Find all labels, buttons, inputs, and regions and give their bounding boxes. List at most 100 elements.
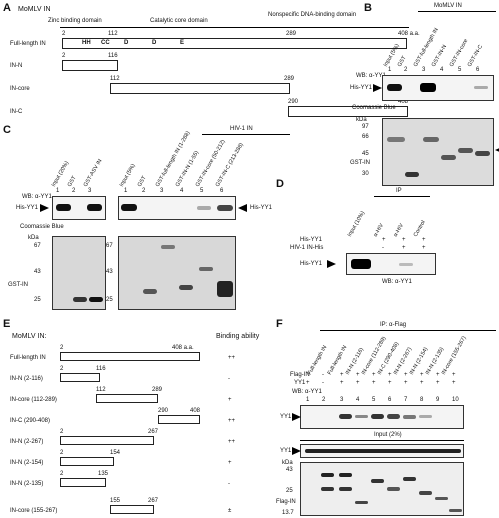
gel-band — [355, 415, 368, 418]
f-n-10: 10 — [452, 397, 459, 403]
e-row-5-label: IN-N (2-267) — [10, 439, 44, 445]
gel-band — [339, 473, 352, 477]
c-rn-5: 5 — [200, 188, 204, 194]
gel-band — [423, 137, 439, 142]
c-ml-25: 25 — [34, 297, 41, 303]
f-n-7: 7 — [404, 397, 408, 403]
c-mr-43: 43 — [106, 269, 113, 275]
gel-band — [419, 491, 432, 495]
e-row-5-end: 267 — [148, 429, 159, 435]
b-num-3: 3 — [422, 67, 426, 73]
e-row-4-bar — [158, 415, 200, 424]
f-n-1: 1 — [306, 397, 310, 403]
c-mr-25: 25 — [106, 297, 113, 303]
gel-band — [403, 477, 416, 481]
gel-band — [87, 204, 102, 211]
gel-band — [355, 501, 368, 504]
gel-band — [371, 479, 384, 483]
e-row-5-bar — [60, 436, 154, 445]
e-row-5-ability: ++ — [228, 439, 236, 445]
b-m-97: 97 — [362, 124, 369, 130]
panel-label-a: A — [3, 2, 11, 14]
d-r2-v3: + — [422, 245, 426, 251]
b-lane-6: GST-IN-C — [466, 44, 485, 68]
b-num-1: 1 — [388, 67, 392, 73]
domain-zinc: Zinc binding domain — [48, 18, 102, 24]
e-row-2-start: 2 — [60, 366, 64, 372]
f-kda: kDa — [282, 460, 293, 466]
e-row-1-end: 408 a.a. — [172, 345, 194, 351]
full-mid1: 112 — [108, 31, 118, 37]
b-wb: WB: α-YY1 — [356, 73, 386, 79]
incore-end: 289 — [284, 76, 295, 82]
incore-bar — [110, 83, 290, 94]
full-end: 408 a.a. — [398, 31, 420, 37]
d-wb: WB: α-YY1 — [382, 279, 412, 285]
c-stain: Coomassie Blue — [20, 224, 64, 230]
gel-band — [399, 263, 413, 266]
c-band-label: His-YY1 — [16, 205, 39, 211]
d-lane-4: Control — [412, 219, 427, 238]
gel-band — [197, 206, 211, 210]
c-right-lane-1: Input (5%) — [118, 163, 137, 188]
gel-band — [305, 449, 461, 453]
e-row-8-end: 267 — [148, 498, 159, 504]
f-m-43: 43 — [286, 467, 293, 473]
e-row-1-label: Full-length IN — [10, 355, 46, 361]
f-band-label2: YY1 — [280, 448, 292, 454]
panel-b-header-line — [418, 11, 496, 12]
b-m-30: 30 — [362, 171, 369, 177]
panel-e-header: Binding ability — [216, 333, 260, 340]
b-num-6: 6 — [476, 67, 480, 73]
f-flag-row: Flag-IN — [290, 372, 310, 378]
e-row-2-label: IN-N (2-116) — [10, 376, 43, 382]
domain-dna: Nonspecific DNA-binding domain — [268, 12, 357, 18]
f-lane-1: Full-length IN — [306, 344, 329, 376]
b-num-2: 2 — [404, 67, 408, 73]
c-gst-label: GST-IN — [8, 282, 29, 288]
c-right-lane-3: GST-full-length IN (1-288) — [154, 130, 192, 188]
inn-end: 116 — [108, 53, 118, 59]
full-start: 2 — [62, 31, 66, 37]
mark-e: E — [180, 40, 185, 46]
e-row-6-end: 154 — [110, 450, 121, 456]
f-n-2: 2 — [322, 397, 326, 403]
c-ml-43: 43 — [34, 269, 41, 275]
e-row-2-ability: - — [228, 376, 230, 382]
f-n-9: 9 — [436, 397, 440, 403]
d-r2-v1: - — [382, 245, 384, 251]
f-n-8: 8 — [420, 397, 424, 403]
gel-band — [89, 297, 103, 302]
gel-band — [179, 285, 193, 290]
f-m-137: 13.7 — [282, 510, 294, 516]
f-fv-9: + — [452, 372, 456, 378]
e-row-8-start: 155 — [110, 498, 121, 504]
mark-d1: D — [124, 40, 129, 46]
panel-label-d: D — [276, 178, 284, 190]
c-rn-1: 1 — [124, 188, 128, 194]
f-n-6: 6 — [388, 397, 392, 403]
e-row-2-end: 116 — [96, 366, 106, 372]
c-kda: kDa — [28, 235, 39, 241]
d-row2-label: HIV-1 IN-His — [290, 245, 324, 251]
gel-band — [217, 281, 233, 297]
e-row-1-bar — [60, 352, 200, 361]
bracket-catalytic — [112, 27, 289, 28]
e-row-4-end: 408 — [190, 408, 201, 414]
b-arrow-icon — [373, 84, 382, 92]
f-yv-3: + — [340, 380, 344, 386]
c-ml-67: 67 — [34, 243, 41, 249]
e-row-6-ability: + — [228, 460, 232, 466]
d-band-label: His-YY1 — [300, 261, 323, 267]
f-band-label: YY1 — [280, 414, 292, 420]
gel-band — [339, 414, 352, 419]
f-wb: WB: α-YY1 — [292, 389, 322, 395]
e-row-6-bar — [60, 457, 114, 466]
b-band-c — [474, 86, 488, 89]
b-band-input — [387, 84, 402, 91]
b-band-full — [420, 83, 436, 92]
panel-label-e: E — [3, 318, 11, 330]
d-ip-line — [374, 196, 430, 197]
c-rn-6: 6 — [220, 188, 224, 194]
inc-start: 290 — [288, 99, 299, 105]
